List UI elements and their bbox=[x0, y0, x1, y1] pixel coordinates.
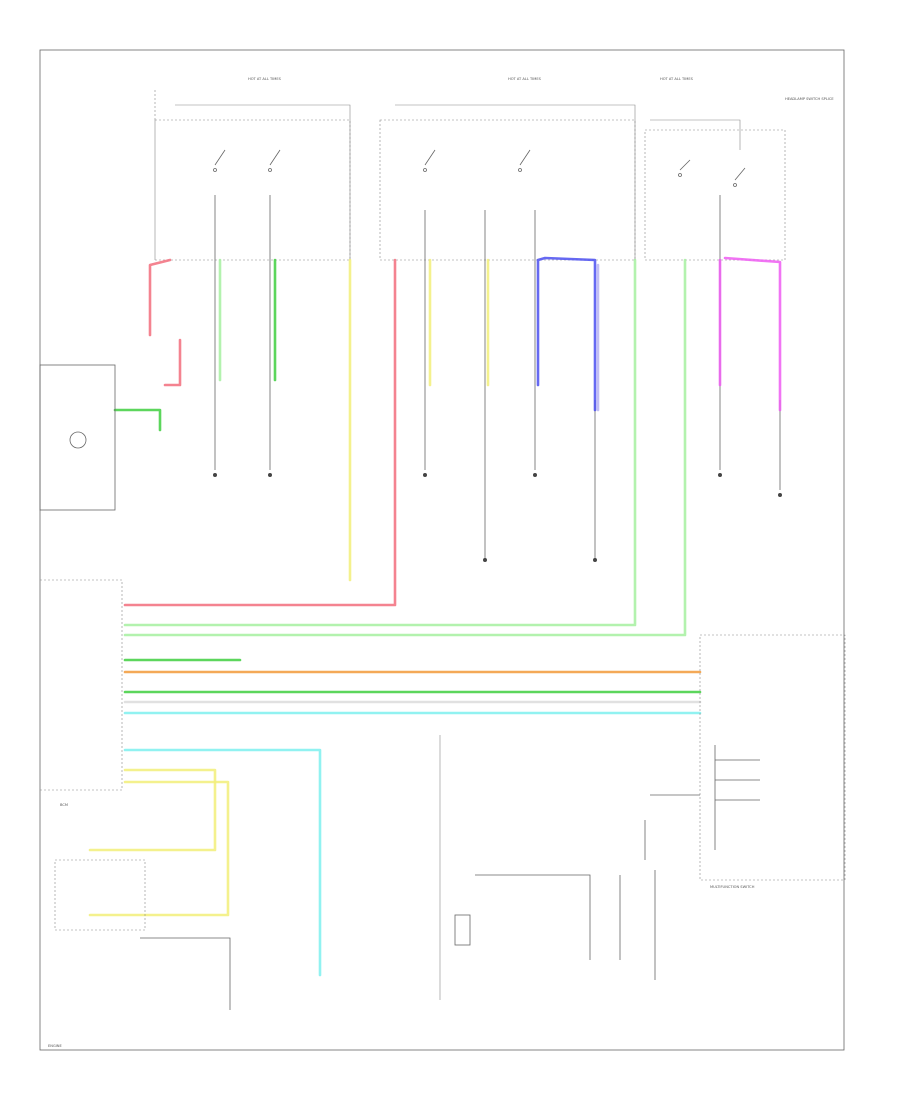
fuse-label-2: HOT AT ALL TIMES bbox=[508, 77, 542, 81]
left-module-coil bbox=[69, 431, 87, 449]
multifunction-switch-box bbox=[699, 634, 846, 881]
fuse-label-2-text: HOT AT ALL TIMES bbox=[508, 77, 542, 81]
fuse-label-3-text: HOT AT ALL TIMES bbox=[660, 77, 694, 81]
wire-green-left bbox=[113, 408, 162, 432]
relay-switches bbox=[213, 149, 746, 187]
fuse-label-1: HOT AT ALL TIMES bbox=[248, 77, 282, 81]
fuse-label-1-text: HOT AT ALL TIMES bbox=[248, 77, 282, 81]
fuse-label-3: HOT AT ALL TIMES bbox=[660, 77, 694, 81]
diagram-frame bbox=[39, 49, 845, 1051]
footer-label: ENGINE bbox=[48, 1044, 62, 1048]
bus-2 bbox=[395, 104, 636, 260]
relay-box-1 bbox=[154, 119, 351, 261]
right-bottom-leads bbox=[619, 870, 656, 980]
bcm-label: BCM bbox=[60, 803, 68, 807]
wire-cyan-down bbox=[123, 748, 322, 977]
left-module bbox=[39, 364, 116, 511]
multifunction-label: MULTIFUNCTION SWITCH bbox=[710, 885, 755, 889]
left-bottom-ground bbox=[140, 937, 231, 1010]
relay-box-2 bbox=[379, 119, 636, 261]
headlamp-note: HEADLAMP SWITCH SPLICE bbox=[785, 97, 834, 101]
wire-magenta bbox=[718, 256, 782, 412]
drop-lines bbox=[214, 195, 781, 560]
wire-red-left-2 bbox=[163, 338, 182, 387]
wire-lightgreen-bus bbox=[123, 258, 637, 627]
left-bottom-module bbox=[54, 859, 146, 931]
wire-yellow-left-1 bbox=[88, 768, 217, 852]
relay-box-3 bbox=[644, 129, 786, 261]
wire-lightgreen-bus-2 bbox=[123, 258, 687, 637]
bus-1 bbox=[175, 104, 351, 260]
wire-yellow-left-2 bbox=[88, 780, 230, 917]
mid-bottom-switch bbox=[454, 914, 471, 946]
wire-red-left bbox=[148, 258, 172, 337]
bus-3 bbox=[650, 119, 741, 150]
bcm-connector bbox=[39, 579, 123, 791]
wire-blue bbox=[536, 256, 597, 412]
wire-red-bus bbox=[123, 258, 397, 607]
ground-points bbox=[213, 473, 782, 562]
multifunction-contacts bbox=[714, 745, 760, 850]
mid-bottom-lead bbox=[475, 874, 591, 960]
